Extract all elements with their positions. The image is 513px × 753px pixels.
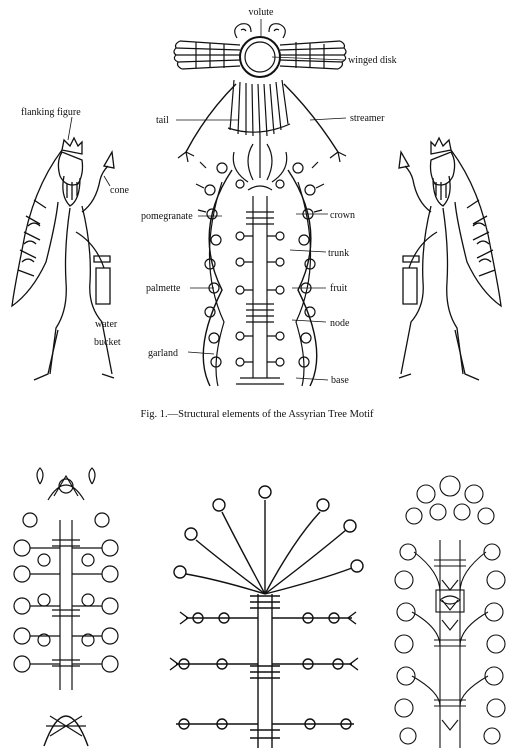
tree-variant-center [170,486,363,748]
tree-variant-left [14,468,118,746]
label-pomegranate: pomegranate [141,211,193,222]
label-palmette: palmette [146,283,181,294]
label-water: water [95,319,118,330]
label-tail: tail [156,115,169,126]
label-crown: crown [330,210,355,221]
flanking-figure-right [399,138,501,380]
label-bucket: bucket [94,337,121,348]
label-cone: cone [110,185,129,196]
label-winged-disk: winged disk [348,55,397,66]
label-flanking-figure: flanking figure [21,107,81,118]
label-fruit: fruit [330,283,347,294]
label-volute: volute [249,7,275,18]
tree-variant-right [395,476,505,748]
label-trunk: trunk [328,248,349,259]
label-streamer: streamer [350,113,385,124]
figure-caption: Fig. 1.—Structural elements of the Assyr… [140,409,374,420]
label-garland: garland [148,348,178,359]
label-base: base [331,375,349,386]
label-node: node [330,318,350,329]
sacred-tree-illustration [196,136,324,386]
